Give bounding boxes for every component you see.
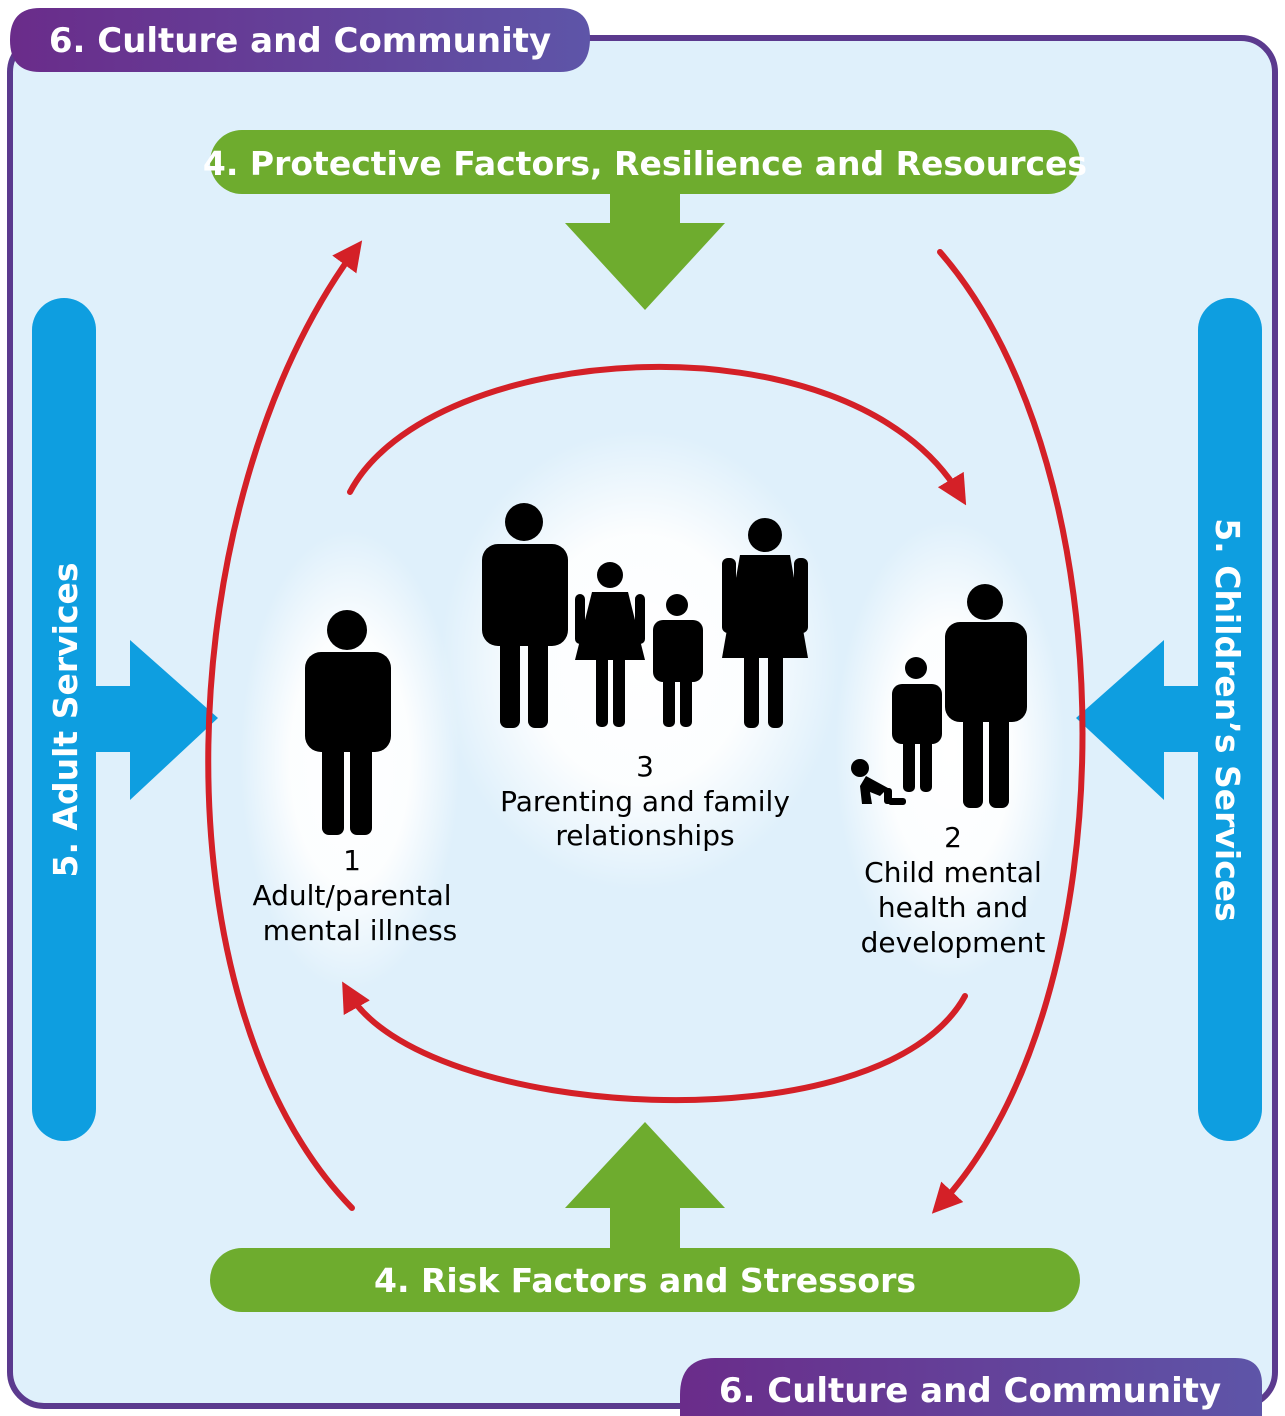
culture-bottom-label: 6. Culture and Community xyxy=(719,1371,1221,1411)
risk-label: 4. Risk Factors and Stressors xyxy=(374,1261,916,1300)
node1-line2: mental illness xyxy=(263,914,458,947)
node3-number: 3 xyxy=(636,750,654,783)
node1-number: 1 xyxy=(343,844,361,877)
person-adult-icon xyxy=(305,610,391,835)
culture-tab-bottom: 6. Culture and Community xyxy=(680,1358,1262,1416)
culture-top-label: 6. Culture and Community xyxy=(49,21,551,61)
risk-factors-banner: 4. Risk Factors and Stressors xyxy=(210,1122,1080,1312)
node3-line2: relationships xyxy=(555,819,734,852)
protective-arrow-icon xyxy=(565,190,725,310)
arrow-inner-bottom-icon xyxy=(342,981,968,1104)
culture-tab-top: 6. Culture and Community xyxy=(10,8,590,72)
adult-arrow-icon xyxy=(92,640,218,800)
adult-services-label: 5. Adult Services xyxy=(46,562,85,877)
node2-line3: development xyxy=(861,926,1046,959)
node1-label: 1 Adult/parental mental illness xyxy=(252,844,457,947)
node2-line1: Child mental xyxy=(864,856,1042,889)
node3-line1: Parenting and family xyxy=(500,785,790,818)
red-arrows xyxy=(205,240,1086,1214)
children-services-label: 5. Children’s Services xyxy=(1208,518,1247,922)
protective-label: 4. Protective Factors, Resilience and Re… xyxy=(203,144,1087,183)
arrow-outer-left-icon xyxy=(205,240,363,1211)
node3-label: 3 Parenting and family relationships xyxy=(500,750,790,852)
children-arrow-icon xyxy=(1076,640,1202,800)
node2-label: 2 Child mental health and development xyxy=(861,821,1046,959)
node2-line2: health and xyxy=(878,891,1028,924)
family-icon xyxy=(482,503,808,728)
node2-number: 2 xyxy=(944,821,962,854)
adult-with-children-icon xyxy=(851,584,1027,808)
risk-arrow-icon xyxy=(565,1122,725,1252)
protective-factors-banner: 4. Protective Factors, Resilience and Re… xyxy=(203,130,1087,310)
arrow-outer-right-icon xyxy=(931,249,1086,1214)
adult-services-bar: 5. Adult Services xyxy=(32,298,218,1141)
children-services-bar: 5. Children’s Services xyxy=(1076,298,1262,1141)
node1-line1: Adult/parental xyxy=(252,879,451,912)
arrow-inner-top-icon xyxy=(347,363,967,506)
